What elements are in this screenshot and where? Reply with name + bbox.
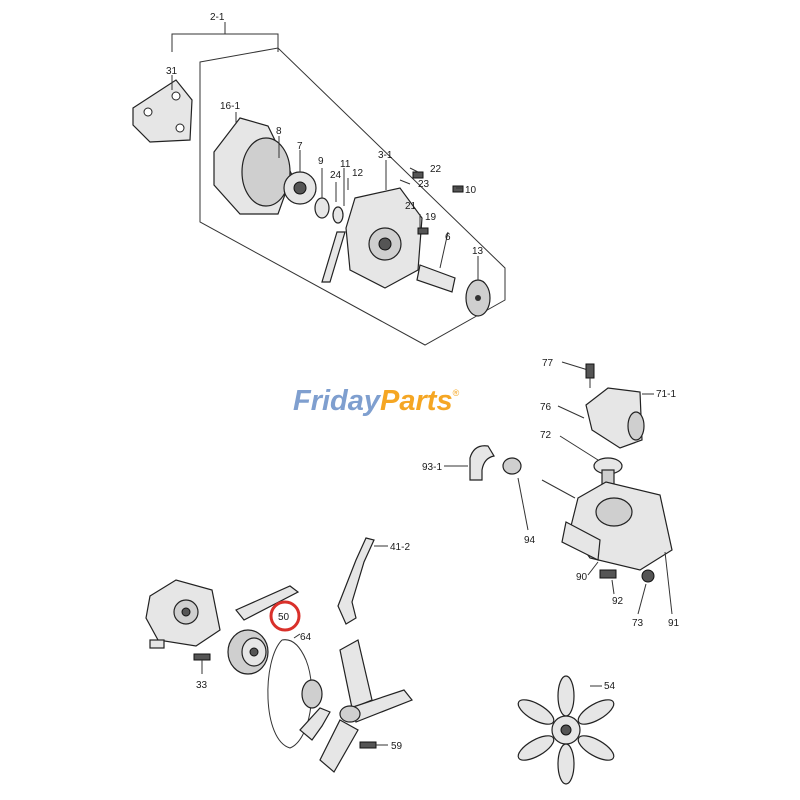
callout-93-1: 93-1 [422,462,442,473]
callout-33: 33 [196,680,208,691]
callout-41-2: 41-2 [390,542,410,553]
thermostat-housing-assembly [444,361,673,615]
water-pump-assembly [132,22,506,346]
callout-76: 76 [540,402,552,413]
callout-6: 6 [445,232,451,243]
callout-12: 12 [352,168,364,179]
callout-10: 10 [465,185,477,196]
callout-21: 21 [405,201,417,212]
highlight-ring-50 [269,600,301,632]
callout-16-1: 16-1 [220,101,240,112]
callout-50: 50 [278,612,290,623]
callout-92: 92 [612,596,624,607]
callout-72: 72 [540,430,552,441]
callout-22: 22 [430,164,442,175]
callout-11: 11 [340,159,351,170]
callout-24: 24 [330,170,342,181]
callout-59: 59 [391,741,403,752]
callout-77: 77 [542,358,554,369]
callout-8: 8 [276,126,282,137]
callout-73: 73 [632,618,644,629]
callout-3-1: 3-1 [378,150,393,161]
callout-64: 64 [300,632,312,643]
callout-31: 31 [166,66,178,77]
cooling-fan-54 [517,675,615,785]
callout-94: 94 [524,535,536,546]
callout-54: 54 [604,681,616,692]
callout-91: 91 [668,618,680,629]
callout-labels: 2-1 31 16-1 8 7 9 11 24 12 3-1 22 23 10 … [166,12,680,752]
callout-9: 9 [318,156,324,167]
callout-23: 23 [418,179,430,190]
callout-71-1: 71-1 [656,389,676,400]
callout-90: 90 [576,572,588,583]
callout-19: 19 [425,212,437,223]
fan-drive-assembly [145,537,615,785]
brand-watermark: FridayParts® [293,385,460,417]
callout-2-1: 2-1 [210,12,225,23]
callout-7: 7 [297,141,303,152]
callout-13: 13 [472,246,484,257]
